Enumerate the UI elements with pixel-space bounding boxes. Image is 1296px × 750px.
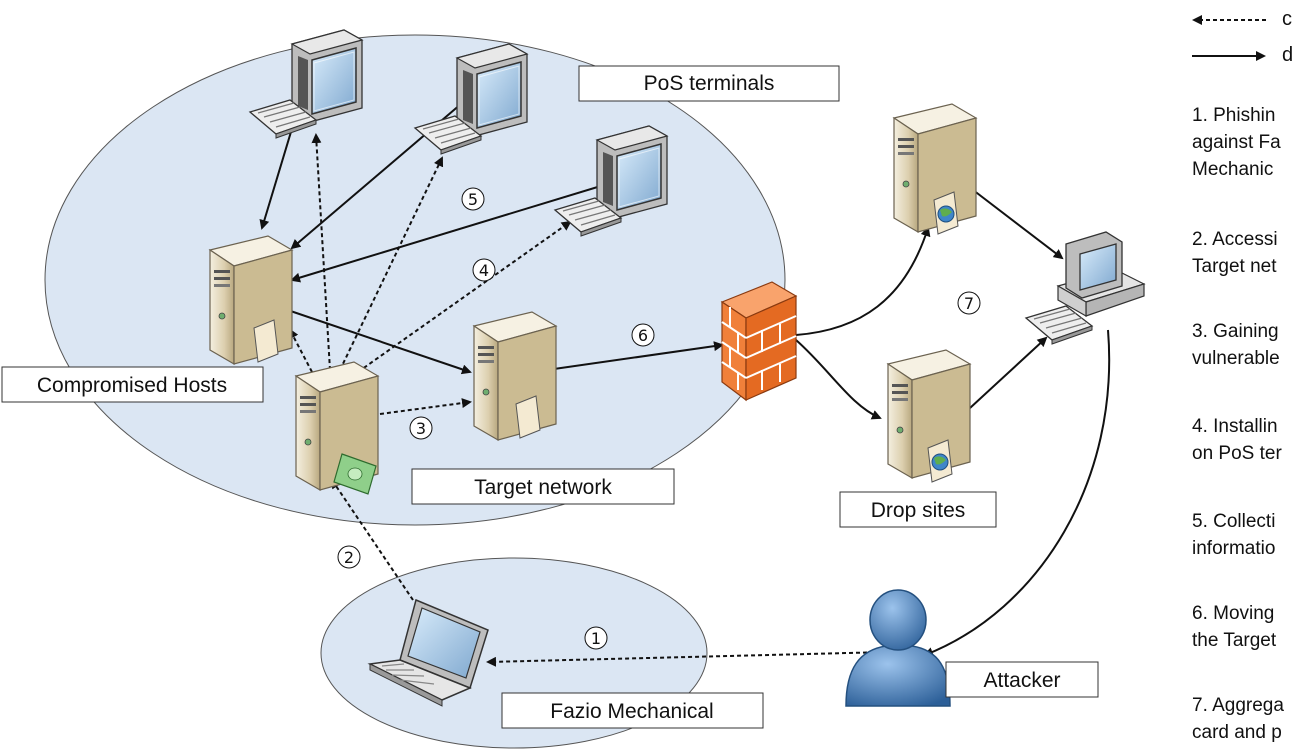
conn-attacker-pc-to-attacker: [923, 329, 1111, 657]
label-attacker: Attacker: [945, 661, 1099, 698]
step-marker-6: 6: [631, 323, 655, 347]
step-marker-1: 1: [584, 626, 608, 650]
svg-text:6: 6: [638, 326, 648, 345]
step-marker-5: 5: [461, 187, 485, 211]
step-3-line2: vulnerable: [1192, 348, 1280, 369]
svg-text:1: 1: [591, 629, 601, 648]
conn-hub-to-pos2: [339, 156, 444, 371]
firewall-icon: [720, 281, 798, 402]
label-compromised-hosts: Compromised Hosts: [1, 366, 264, 403]
attacker-computer: [1056, 231, 1146, 318]
legend-dashed-text: c: [1282, 8, 1292, 30]
label-pos-terminals: PoS terminals: [578, 65, 840, 102]
conn-pos3-to-host: [290, 181, 615, 283]
label-attacker-text: Attacker: [983, 669, 1060, 692]
legend-solid-text: d: [1282, 44, 1294, 66]
money-icon: [333, 453, 377, 495]
attacker-person-icon: [845, 589, 951, 707]
svg-text:2: 2: [344, 548, 354, 567]
step-markers: 1 2 3 4 5 6 7: [337, 187, 981, 650]
target-server: [473, 311, 557, 441]
conn-firewall-to-drop2: [795, 339, 882, 420]
step-1-line3: Mechanic: [1192, 159, 1274, 180]
step-4-line1: 4. Installin: [1192, 416, 1278, 437]
conn-attacker-to-laptop: [486, 651, 889, 667]
step-7-line2: card and p: [1192, 722, 1282, 743]
conn-server-to-firewall: [525, 341, 724, 374]
step-6-line2: the Target: [1192, 630, 1277, 651]
step-4-line2: on PoS ter: [1192, 443, 1282, 464]
label-fazio-mechanical-text: Fazio Mechanical: [550, 700, 713, 723]
label-target-network: Target network: [411, 468, 675, 505]
svg-text:7: 7: [964, 294, 974, 313]
conn-drop1-to-attacker-pc: [959, 179, 1064, 260]
step-marker-3: 3: [409, 416, 433, 440]
drop-site-server-2: [887, 349, 971, 483]
step-marker-7: 7: [957, 291, 981, 315]
svg-text:5: 5: [468, 190, 478, 209]
compromised-host-server: [209, 235, 293, 365]
step-7-line1: 7. Aggrega: [1192, 695, 1284, 716]
step-1-line1: 1. Phishin: [1192, 105, 1276, 126]
compromised-hub-server: [295, 361, 379, 495]
legend: [1192, 15, 1266, 61]
conn-laptop-to-hub: [330, 478, 414, 601]
step-5-line2: informatio: [1192, 538, 1276, 559]
svg-text:3: 3: [416, 419, 426, 438]
step-3-line1: 3. Gaining: [1192, 321, 1279, 342]
step-5-line1: 5. Collecti: [1192, 511, 1276, 532]
label-drop-sites: Drop sites: [839, 491, 997, 528]
step-6-line1: 6. Moving: [1192, 603, 1275, 624]
conn-hub-to-host: [289, 328, 313, 373]
label-compromised-hosts-text: Compromised Hosts: [37, 374, 227, 397]
label-target-network-text: Target network: [474, 476, 612, 499]
step-marker-4: 4: [472, 258, 496, 282]
conn-hub-to-server: [379, 398, 472, 415]
step-2-line1: 2. Accessi: [1192, 229, 1278, 250]
label-pos-terminals-text: PoS terminals: [644, 72, 775, 95]
steps-list: 1. Phishin against Fa Mechanic 2. Access…: [1192, 0, 1296, 750]
step-2-line2: Target net: [1192, 256, 1277, 277]
step-1-line2: against Fa: [1192, 132, 1281, 153]
drop-site-server-1: [893, 103, 977, 235]
label-fazio-mechanical: Fazio Mechanical: [501, 692, 764, 729]
step-marker-2: 2: [337, 545, 361, 569]
laptop-icon: [367, 598, 489, 707]
label-drop-sites-text: Drop sites: [871, 499, 966, 522]
conn-host-to-server: [263, 301, 472, 375]
svg-text:4: 4: [479, 261, 489, 280]
conn-hub-to-pos1: [311, 133, 331, 371]
solid-connections: [259, 91, 1111, 657]
target-network-area: [44, 34, 786, 526]
conn-drop2-to-attacker-kbd: [969, 336, 1048, 409]
conn-firewall-to-drop1: [795, 226, 931, 336]
